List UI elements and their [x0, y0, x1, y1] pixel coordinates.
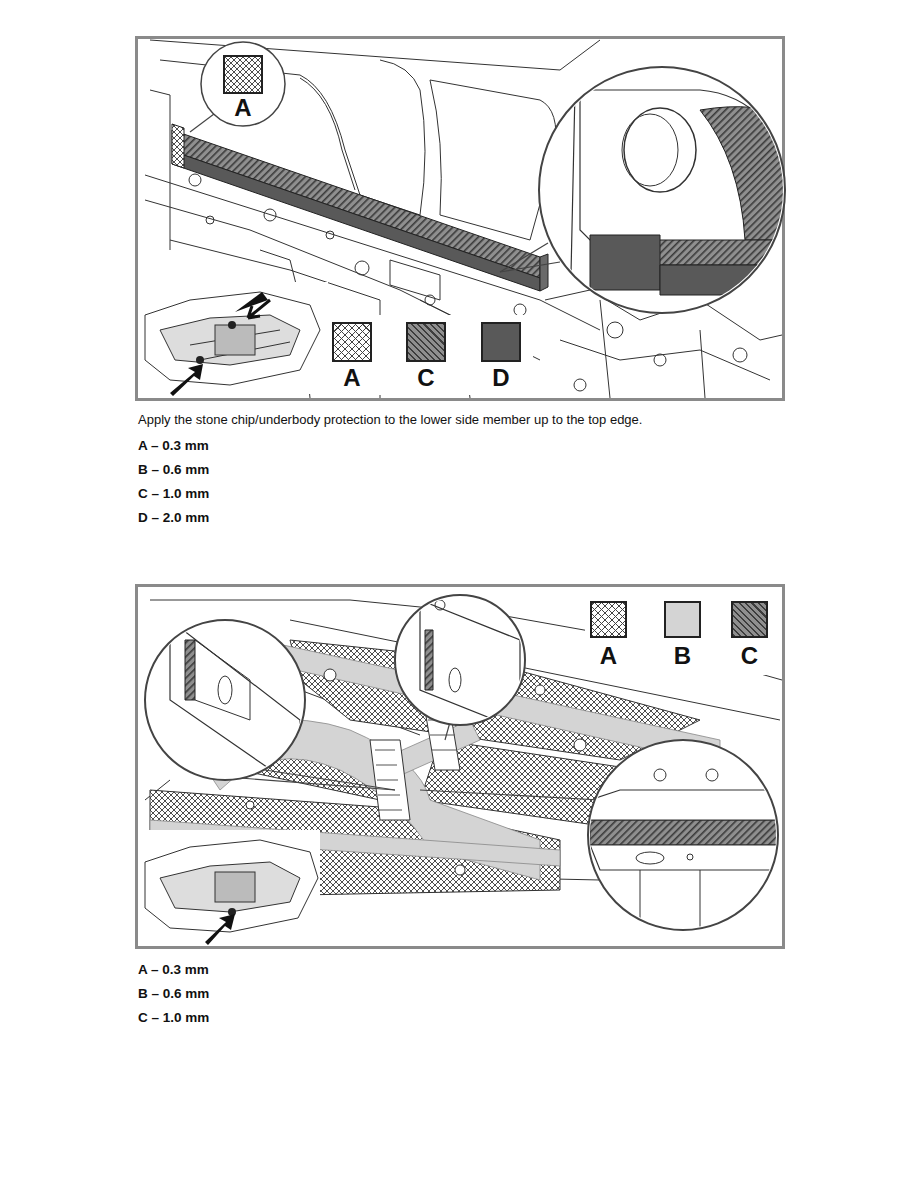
- thickness-key: A – 0.3 mm: [138, 438, 209, 454]
- thickness-key: B – 0.6 mm: [138, 462, 209, 478]
- legend-letter: B: [654, 642, 711, 670]
- pattern-swatch: [590, 601, 627, 638]
- thickness-key: C – 1.0 mm: [138, 486, 209, 502]
- pattern-swatch: [731, 601, 768, 638]
- legend-letter: C: [396, 364, 456, 392]
- legend-letter: A: [580, 642, 637, 670]
- thickness-key: C – 1.0 mm: [138, 1010, 209, 1026]
- legend-letter: D: [471, 364, 531, 392]
- instruction-text: Apply the stone chip/underbody protectio…: [138, 413, 642, 428]
- thickness-key: A – 0.3 mm: [138, 962, 209, 978]
- thickness-key: B – 0.6 mm: [138, 986, 209, 1002]
- thickness-key: D – 2.0 mm: [138, 510, 209, 526]
- legend-letter: C: [721, 642, 778, 670]
- legend-letter: A: [322, 364, 382, 392]
- pattern-swatch: [332, 322, 372, 362]
- callout-letter: A: [200, 94, 286, 122]
- pattern-swatch: [406, 322, 446, 362]
- legend-swatch: [481, 322, 521, 362]
- legend-swatch: [664, 601, 701, 638]
